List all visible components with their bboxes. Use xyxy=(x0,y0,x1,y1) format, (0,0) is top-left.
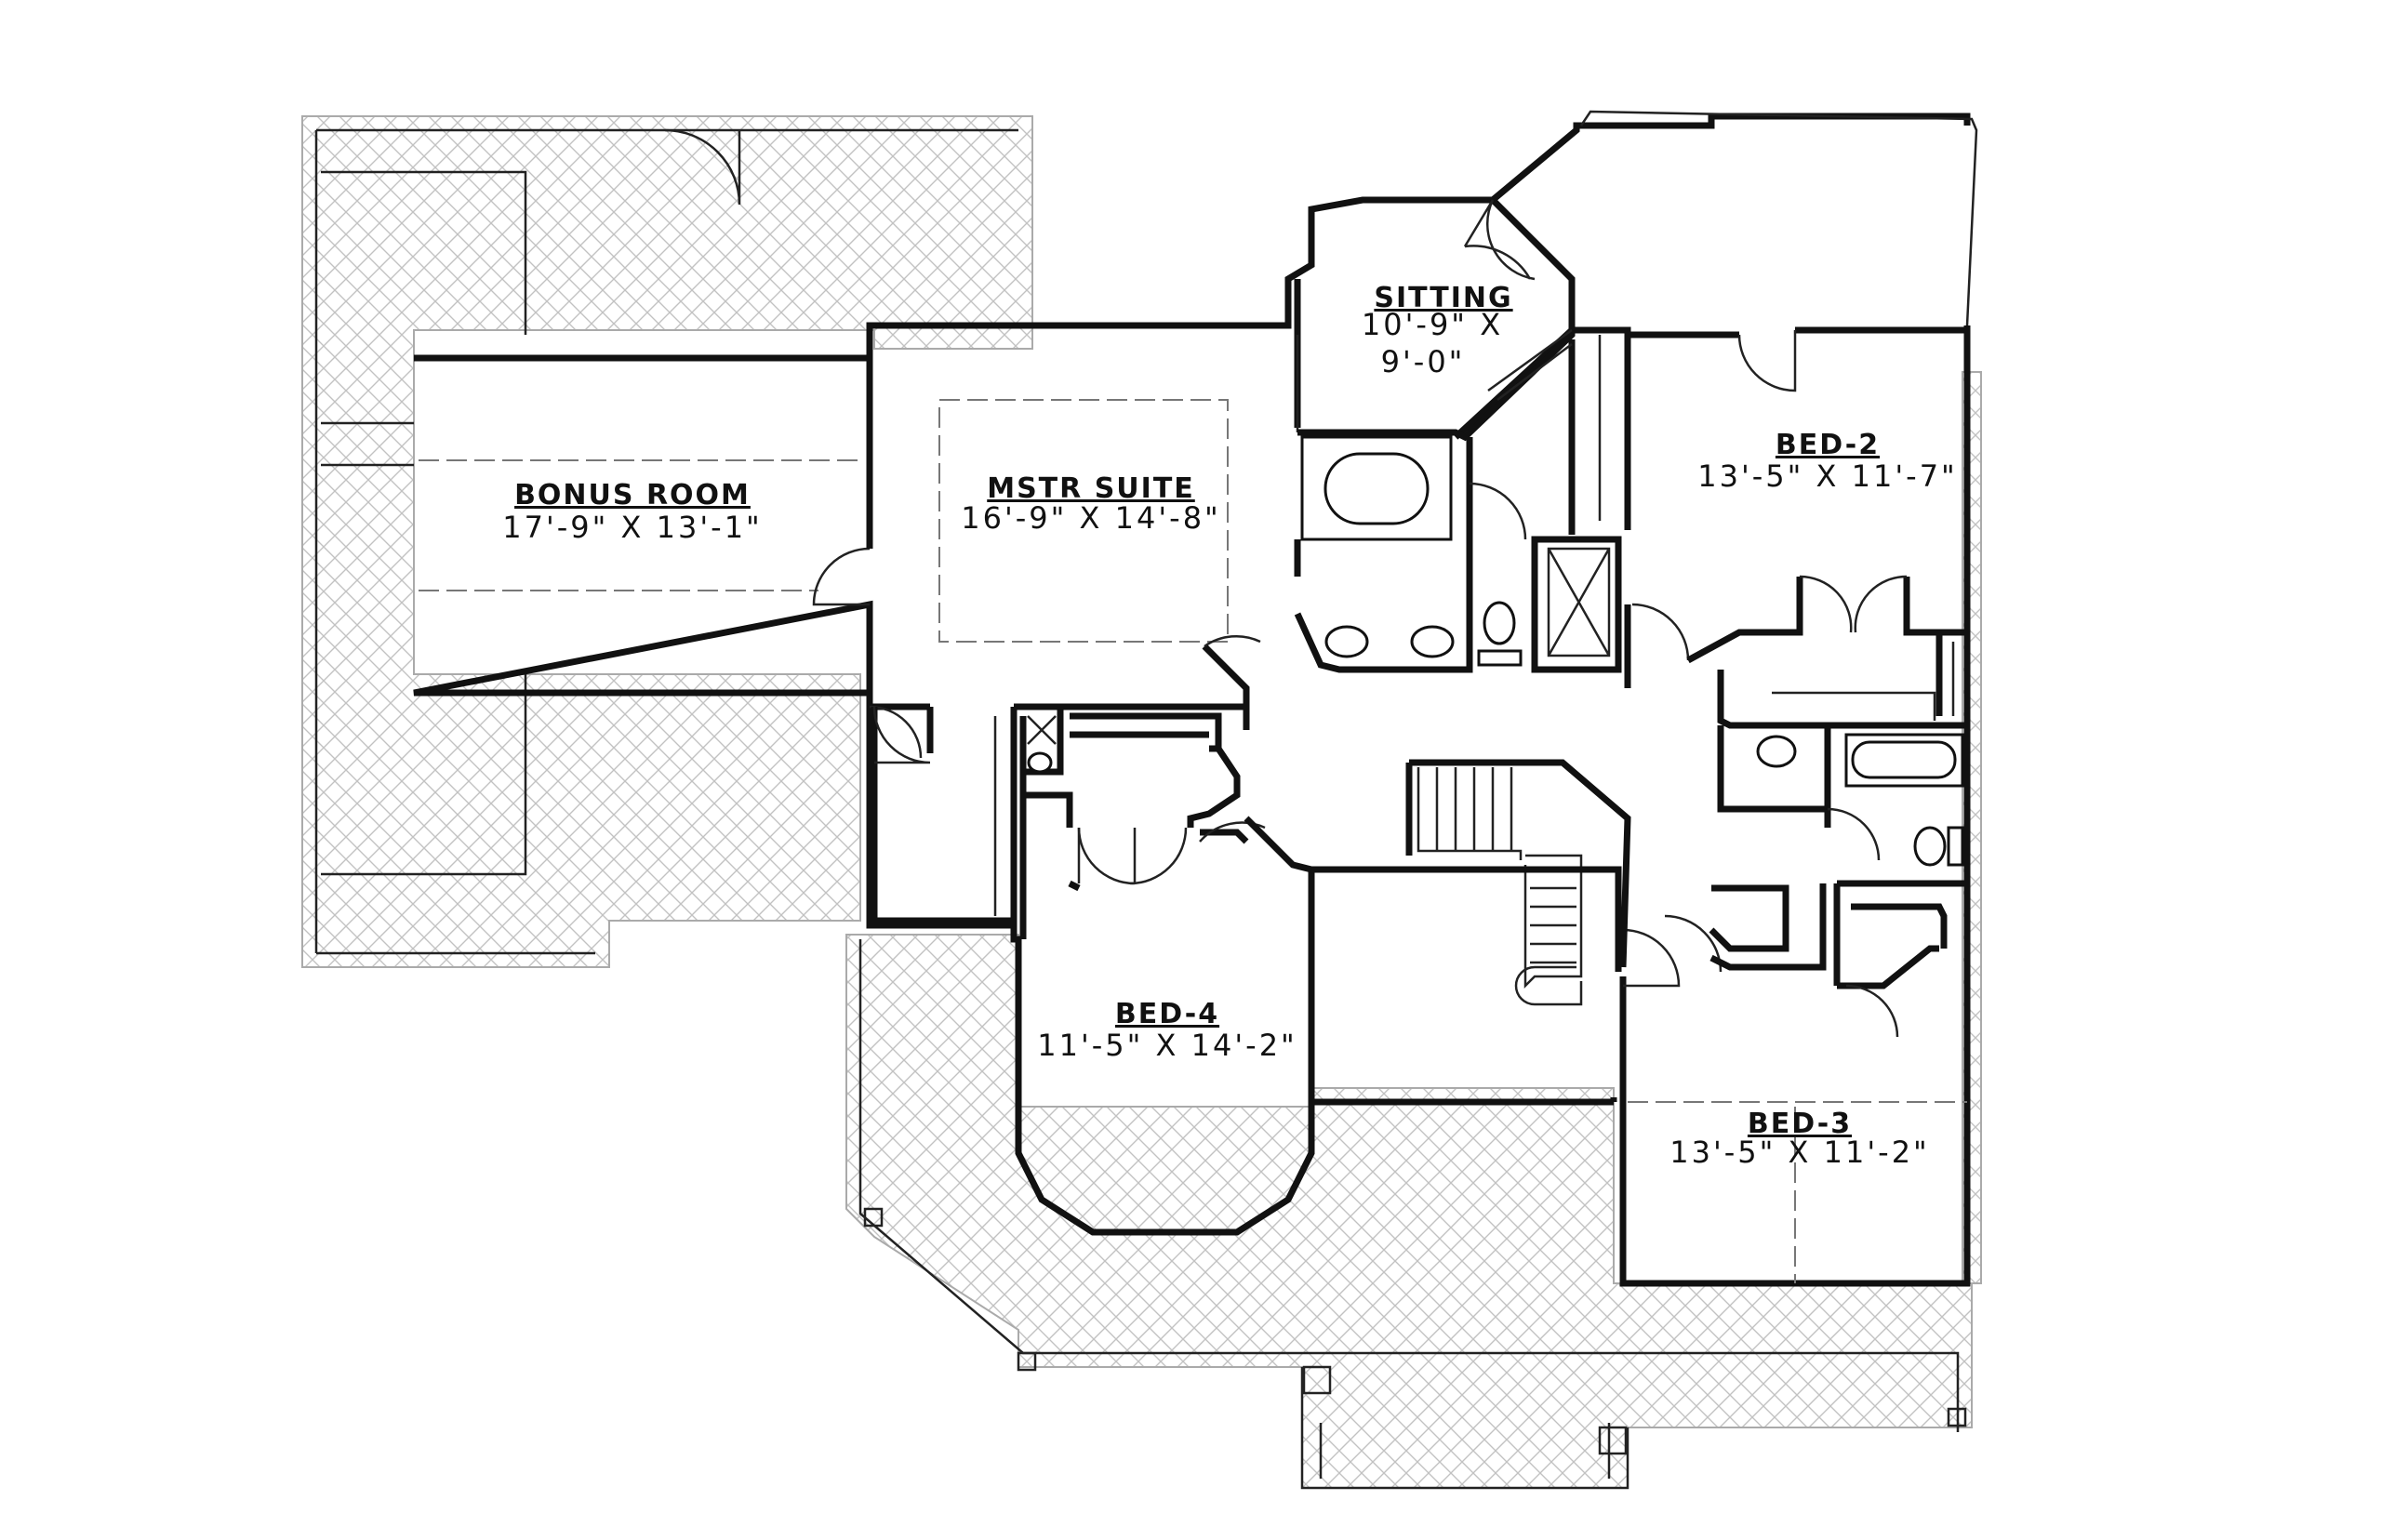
bed-3-name: BED-3 xyxy=(1748,1108,1852,1140)
sitting-name: SITTING xyxy=(1374,282,1512,314)
sitting-dims-1: 10'-9" X xyxy=(1362,307,1503,342)
porch-bottom xyxy=(845,934,1973,1490)
bed-2-dims: 13'-5" X 11'-7" xyxy=(1697,458,1958,494)
bed-4-dims: 11'-5" X 14'-2" xyxy=(1037,1028,1297,1063)
master-bath xyxy=(1294,326,1631,673)
bed-3 xyxy=(1619,880,1967,1283)
master-suite-dims: 16'-9" X 14'-8" xyxy=(961,500,1221,536)
bed-2 xyxy=(1624,326,1967,688)
bed-4-name: BED-4 xyxy=(1115,998,1219,1030)
bed-2-closet xyxy=(1935,632,1955,716)
porch-left xyxy=(301,115,1033,968)
sitting-room xyxy=(1294,197,1576,440)
bonus-room-name: BONUS ROOM xyxy=(514,479,751,511)
master-suite xyxy=(869,399,1261,759)
bed-4 xyxy=(871,688,1312,939)
room-labels: BONUS ROOM 17'-9" X 13'-1" MSTR SUITE 16… xyxy=(502,282,1958,1170)
bed-3-dims: 13'-5" X 11'-2" xyxy=(1669,1135,1930,1170)
bath-2 xyxy=(1717,670,1967,867)
bonus-room-dims: 17'-9" X 13'-1" xyxy=(502,510,763,545)
sitting-dims-2: 9'-0" xyxy=(1381,344,1466,379)
master-suite-name: MSTR SUITE xyxy=(987,472,1195,505)
stairs xyxy=(1308,759,1631,1102)
bed-2-name: BED-2 xyxy=(1776,429,1880,461)
